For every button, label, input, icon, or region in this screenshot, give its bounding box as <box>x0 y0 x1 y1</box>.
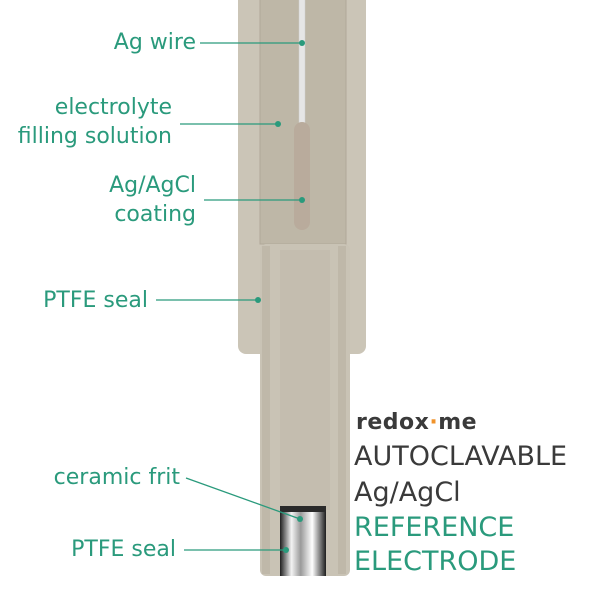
dot-electrolyte <box>275 121 281 127</box>
label-electrolyte-2: filling solution <box>17 124 172 149</box>
title-line-3: REFERENCE <box>354 512 515 543</box>
dot-ag-wire <box>299 40 305 46</box>
brand-name-end: me <box>438 410 478 435</box>
ag-wire <box>298 0 306 126</box>
label-ceramic-frit: ceramic frit <box>53 465 180 490</box>
brand-logo: redox·me <box>356 410 477 435</box>
title-line-1: AUTOCLAVABLE <box>354 441 568 472</box>
leader-ceramic-frit <box>185 477 301 520</box>
label-coating-2: coating <box>114 202 196 227</box>
dot-ceramic-frit <box>297 516 303 522</box>
brand-name-start: redox <box>356 410 430 435</box>
dot-coating <box>299 197 305 203</box>
lower-inner-channel <box>280 250 330 510</box>
label-ptfe-seal-lower: PTFE seal <box>71 537 176 562</box>
label-ag-wire: Ag wire <box>113 30 196 55</box>
brand-name-dot: · <box>429 410 439 435</box>
ceramic-frit <box>280 506 326 576</box>
title-line-2: Ag/AgCl <box>354 477 461 508</box>
dot-ptfe-upper <box>255 297 261 303</box>
label-ptfe-seal-upper: PTFE seal <box>43 288 148 313</box>
lower-stem-shade <box>262 246 270 574</box>
label-electrolyte-1: electrolyte <box>54 95 172 120</box>
label-coating-1: Ag/AgCl <box>109 173 196 198</box>
dot-ptfe-lower <box>283 547 289 553</box>
frit-top-band <box>280 506 326 512</box>
lower-stem-shade-right <box>338 246 346 574</box>
title-line-4: ELECTRODE <box>354 546 517 577</box>
agcl-coating <box>294 122 310 230</box>
